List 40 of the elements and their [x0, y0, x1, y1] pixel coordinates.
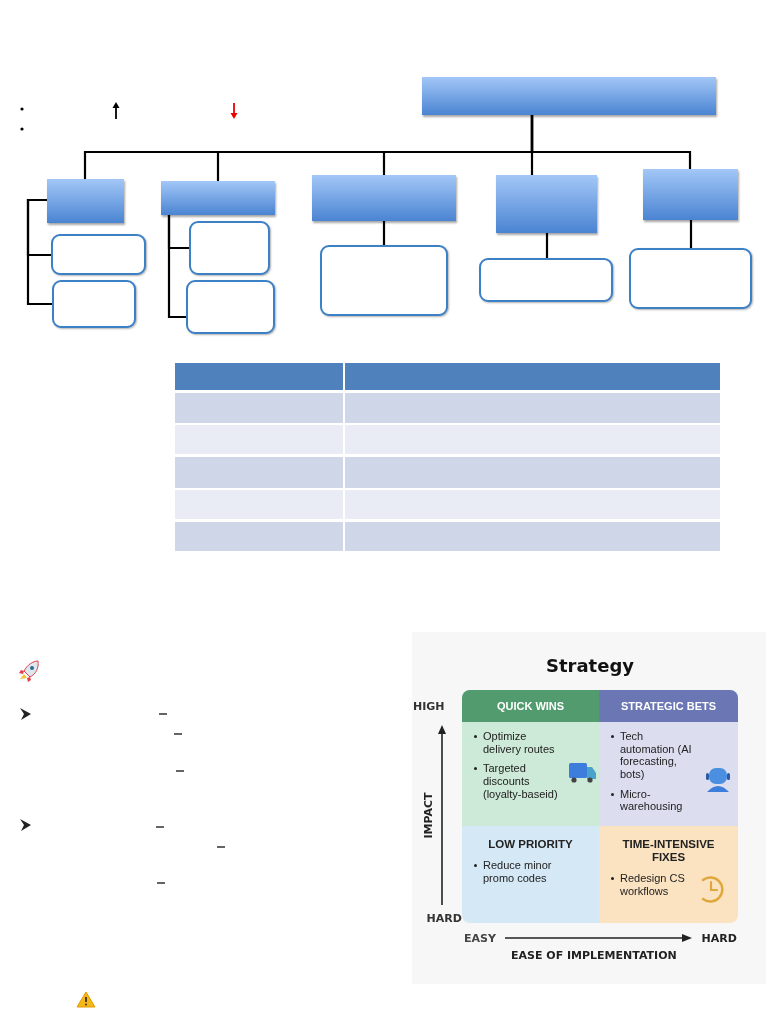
connector-line	[545, 233, 549, 258]
quadrant-heading: STRATEGIC BETS	[620, 699, 717, 713]
quadrant-heading: LOW PRIORITY	[487, 838, 574, 852]
org-box	[643, 169, 738, 220]
bullet-text: Micro-warehousing	[620, 787, 683, 813]
connector-line	[382, 221, 386, 245]
chart-title: Strategy	[546, 654, 635, 676]
rounded-box	[189, 221, 270, 275]
rounded-box	[52, 280, 136, 328]
axis-title: EASE OF IMPLEMENTATION	[511, 948, 677, 962]
org-box	[312, 175, 456, 221]
bullet-text: Reduce minor promo codes	[483, 859, 552, 884]
rounded-box	[186, 280, 275, 334]
axis-label: EASY	[464, 931, 496, 945]
quadrant-panel	[462, 826, 599, 923]
rounded-box	[629, 248, 752, 309]
quadrant-heading: QUICK WINS	[496, 699, 565, 713]
rounded-box	[51, 234, 146, 275]
bullet-text: Optimize delivery routes	[483, 730, 555, 755]
connector-line	[26, 198, 52, 306]
axis-label: HARD	[701, 931, 737, 945]
org-box	[496, 175, 597, 233]
axis-label: HARD	[426, 911, 462, 925]
rounded-box	[479, 258, 613, 302]
bullet-text: Tech automation (AI forecasting, bots)	[620, 730, 692, 780]
org-box	[47, 179, 124, 223]
connector-line	[530, 115, 692, 169]
quadrant-panel	[462, 690, 599, 826]
axis-label: HIGH	[413, 699, 445, 713]
org-box	[422, 77, 716, 115]
rounded-box	[320, 245, 448, 316]
axis-title: IMPACT	[421, 791, 435, 839]
connector-line	[689, 220, 693, 248]
bullet-text: Redesign CS workflows	[620, 872, 685, 898]
quadrant-heading: TIME-INTENSIVE FIXES	[621, 838, 716, 865]
connector-line	[167, 215, 186, 319]
quadrant-panel	[599, 690, 738, 826]
org-box	[161, 181, 275, 215]
bullet-text: Targeted discounts (loyalty-baseid)	[483, 762, 558, 800]
quadrant-panel	[599, 826, 738, 923]
